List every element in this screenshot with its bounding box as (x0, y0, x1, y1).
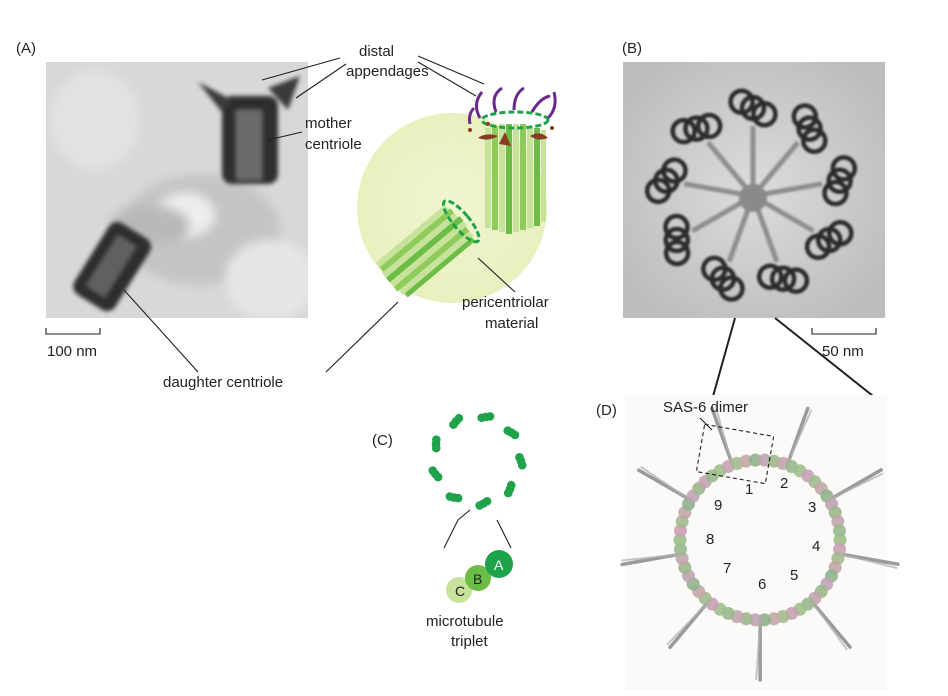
label-microtubule: microtubule (426, 613, 504, 630)
label-appendages: appendages (346, 63, 429, 80)
triplet-b: B (473, 571, 482, 587)
sas6-spoke-edge (755, 623, 762, 681)
scale-label-a: 100 nm (47, 343, 97, 360)
triplet-a: A (494, 557, 504, 573)
microtubule-dot (428, 466, 438, 475)
microtubule-dot (454, 413, 464, 423)
panel-d-label: (D) (596, 402, 617, 419)
sas6-spoke-edge (666, 603, 707, 646)
em-triplet-blob (756, 263, 784, 290)
triplet-c: C (455, 583, 465, 599)
sas6-spoke-edge (832, 472, 884, 499)
triplet-bracket-right (496, 519, 512, 549)
ring-number-3: 3 (808, 499, 816, 516)
label-distal: distal (359, 43, 394, 60)
scale-label-b: 50 nm (822, 343, 864, 360)
scale-bar-a (45, 328, 101, 335)
em-triplet-blob (695, 112, 723, 140)
ring-bead (758, 613, 772, 627)
microtubule-dot (517, 460, 527, 470)
ring-bead (833, 533, 847, 547)
sas6-spoke-edge (813, 603, 848, 651)
microtubule-dot (503, 488, 513, 498)
em-triplet-blob (830, 155, 858, 182)
triplet-bracket-left (443, 509, 471, 549)
scale-bar-b (811, 328, 877, 335)
microtubule-dot (445, 492, 455, 501)
sas6-spoke-edge (714, 406, 733, 462)
sas6-dimer-box (695, 423, 775, 485)
leader-lines-a (123, 55, 516, 373)
sas6-spoke-edge (640, 465, 688, 499)
microtubule-dot (510, 430, 520, 440)
ring-bead (748, 453, 762, 467)
em-triplet-blob (804, 233, 832, 261)
em-triplet-blob (663, 226, 691, 254)
microtubule-triplet: C B A (446, 550, 513, 603)
label-mother: mother (305, 115, 352, 132)
microtubule-ring (428, 412, 527, 510)
em-triplet-blob (791, 103, 819, 130)
ring-number-8: 8 (706, 531, 714, 548)
zoom-line-right (774, 317, 879, 401)
sas6-spoke-edge (787, 409, 813, 462)
zoom-line-left (711, 317, 736, 401)
label-material: material (485, 315, 538, 332)
panel-b-label: (B) (622, 40, 642, 57)
ring-number-9: 9 (714, 497, 722, 514)
em-triplet-blob (663, 239, 691, 267)
label-centriole-mother: centriole (305, 136, 362, 153)
ring-number-6: 6 (758, 576, 766, 593)
microtubule-dot (432, 435, 441, 444)
em-triplet-blob (826, 167, 853, 194)
em-triplet-blob (769, 265, 797, 292)
em-triplet-blob (663, 213, 690, 241)
micrograph-a (46, 62, 308, 318)
em-triplet-blob (701, 255, 728, 283)
micrograph-b (623, 62, 885, 318)
daughter-centriole-illustration (375, 199, 481, 298)
microtubule-dot (485, 412, 495, 421)
em-triplet-blob (782, 267, 810, 294)
panel-c-label: (C) (372, 432, 393, 449)
panel-a-label: (A) (16, 40, 36, 57)
em-triplet-blob (796, 115, 823, 142)
ring-bead (674, 542, 688, 556)
sas6-spoke-edge (621, 553, 678, 562)
ring-bead (673, 533, 687, 547)
em-triplet-blob (661, 157, 688, 184)
em-triplet-blob (822, 179, 849, 207)
mother-centriole-illustration (468, 86, 557, 234)
ring-number-4: 4 (812, 538, 820, 555)
ring-numbers: 1 2 3 4 5 6 7 8 9 (706, 475, 820, 593)
em-triplet-blob (683, 115, 710, 142)
ring-number-7: 7 (723, 560, 731, 577)
ring-number-2: 2 (780, 475, 788, 492)
em-triplet-blob (801, 127, 828, 154)
ring-number-5: 5 (790, 567, 798, 584)
em-triplet-blob (670, 117, 697, 145)
em-triplet-blob (751, 100, 778, 128)
sas6-spoke-edge (842, 553, 898, 570)
label-pericentriolar: pericentriolar (462, 294, 549, 311)
label-sas6-dimer: SAS-6 dimer (663, 399, 748, 416)
label-daughter-centriole: daughter centriole (163, 374, 283, 391)
ring-number-1: 1 (745, 481, 753, 498)
microtubule-dot (475, 501, 484, 510)
ring-bead (832, 524, 846, 538)
label-triplet: triplet (451, 633, 489, 650)
cartwheel-model (620, 395, 900, 690)
